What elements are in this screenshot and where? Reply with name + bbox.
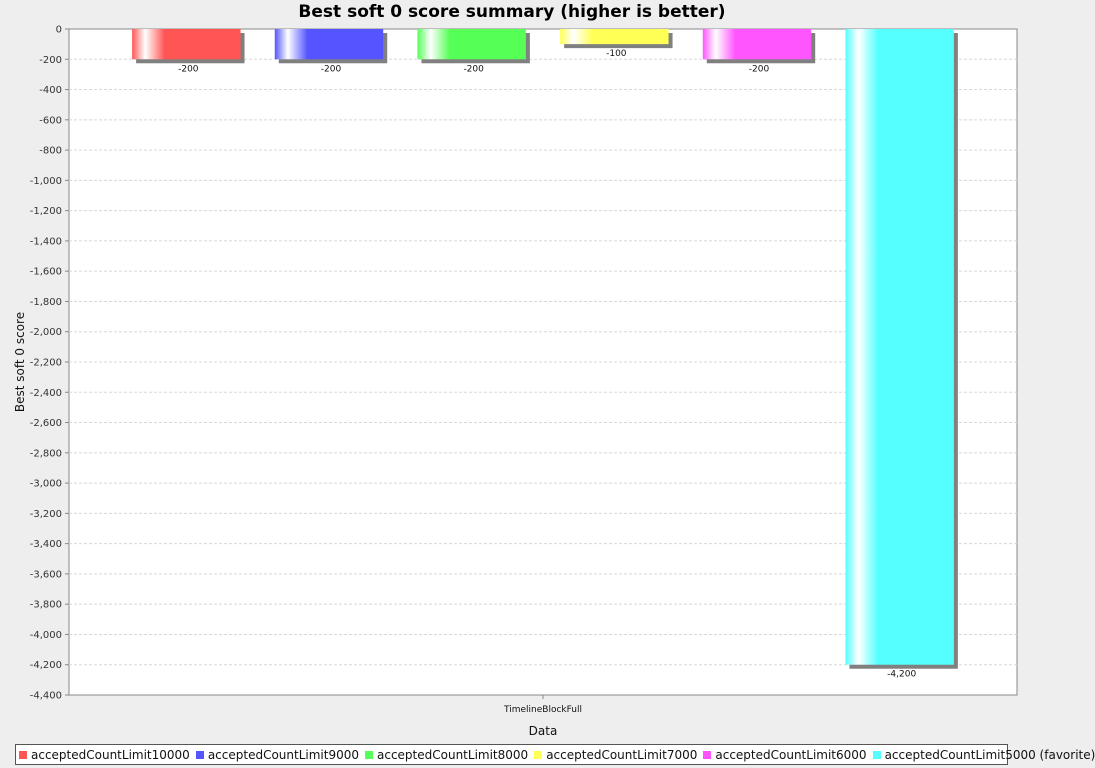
legend-swatch — [365, 750, 373, 759]
legend-label: acceptedCountLimit5000 (favorite) — [884, 747, 1095, 762]
legend-item: acceptedCountLimit7000 — [534, 748, 697, 762]
legend-swatch — [19, 750, 27, 759]
y-tick-label: -800 — [39, 146, 62, 157]
bar — [132, 29, 241, 60]
x-tick-label: TimelineBlockFull — [503, 705, 582, 715]
bar-value-label: -200 — [463, 64, 484, 74]
y-tick-label: -4,000 — [30, 630, 62, 641]
legend-label: acceptedCountLimit7000 — [546, 747, 698, 762]
legend-swatch — [703, 750, 712, 759]
legend-label: acceptedCountLimit9000 — [207, 747, 359, 762]
legend-swatch — [195, 750, 204, 759]
y-tick-label: -4,400 — [30, 691, 62, 702]
legend-item: acceptedCountLimit5000 (favorite) — [872, 747, 1095, 762]
chart-title: Best soft 0 score summary (higher is bet… — [298, 2, 726, 22]
legend-label: acceptedCountLimit10000 — [31, 747, 190, 762]
y-tick-label: -600 — [39, 115, 62, 126]
y-tick-label: -2,600 — [30, 418, 62, 429]
bar — [702, 29, 812, 60]
y-axis-title: Best soft 0 score — [13, 312, 27, 412]
y-tick-label: -2,200 — [30, 358, 62, 369]
legend-swatch — [534, 750, 543, 759]
y-tick-label: -3,000 — [30, 479, 62, 490]
y-tick-label: -3,800 — [30, 600, 62, 611]
y-tick-label: -3,600 — [30, 569, 62, 580]
legend-swatch — [872, 750, 881, 759]
y-axis: 0 -200 -400 -600 -800 -1,000 -1,200 -1,400 -1,60… — [30, 25, 69, 702]
y-tick-label: -4,200 — [30, 660, 62, 671]
value-labels: -200 -200 -200 -100 -200 -4,200 — [178, 49, 916, 680]
y-tick-label: -1,400 — [30, 236, 62, 247]
y-tick-label: -1,000 — [30, 176, 62, 187]
bar — [845, 29, 954, 665]
bar — [274, 29, 384, 60]
legend-item: acceptedCountLimit10000 — [19, 748, 190, 762]
y-tick-label: -1,200 — [30, 206, 62, 217]
bar-value-label: -4,200 — [887, 670, 916, 680]
legend-label: acceptedCountLimit6000 — [715, 747, 867, 762]
legend-item: acceptedCountLimit9000 — [195, 747, 359, 762]
bars — [132, 29, 958, 669]
bar-value-label: -200 — [749, 64, 770, 74]
bar — [417, 29, 526, 60]
y-tick-label: -1,600 — [30, 267, 62, 278]
y-tick-label: -400 — [39, 85, 62, 96]
legend-item: acceptedCountLimit6000 — [703, 747, 867, 762]
y-tick-label: -2,800 — [30, 448, 62, 459]
legend-item: acceptedCountLimit8000 — [365, 748, 528, 762]
y-tick-label: -2,000 — [30, 327, 62, 338]
y-tick-label: -200 — [39, 55, 62, 66]
bar-chart: 0 -200 -400 -600 -800 -1,000 -1,200 -1,400 -1,60… — [13, 25, 1018, 738]
y-tick-label: -3,200 — [30, 509, 62, 520]
bar-value-label: -200 — [321, 64, 342, 74]
x-axis: TimelineBlockFull — [503, 695, 582, 715]
x-axis-title: Data — [529, 724, 558, 738]
y-tick-label: -1,800 — [30, 297, 62, 308]
bar-value-label: -100 — [606, 49, 627, 59]
y-tick-label: -2,400 — [30, 388, 62, 399]
legend: acceptedCountLimit10000 acceptedCountLimi… — [15, 744, 1095, 765]
bar — [560, 29, 669, 45]
bar-value-label: -200 — [178, 64, 199, 74]
legend-label: acceptedCountLimit8000 — [377, 747, 529, 762]
y-tick-label: 0 — [56, 25, 62, 36]
y-tick-label: -3,400 — [30, 539, 62, 550]
